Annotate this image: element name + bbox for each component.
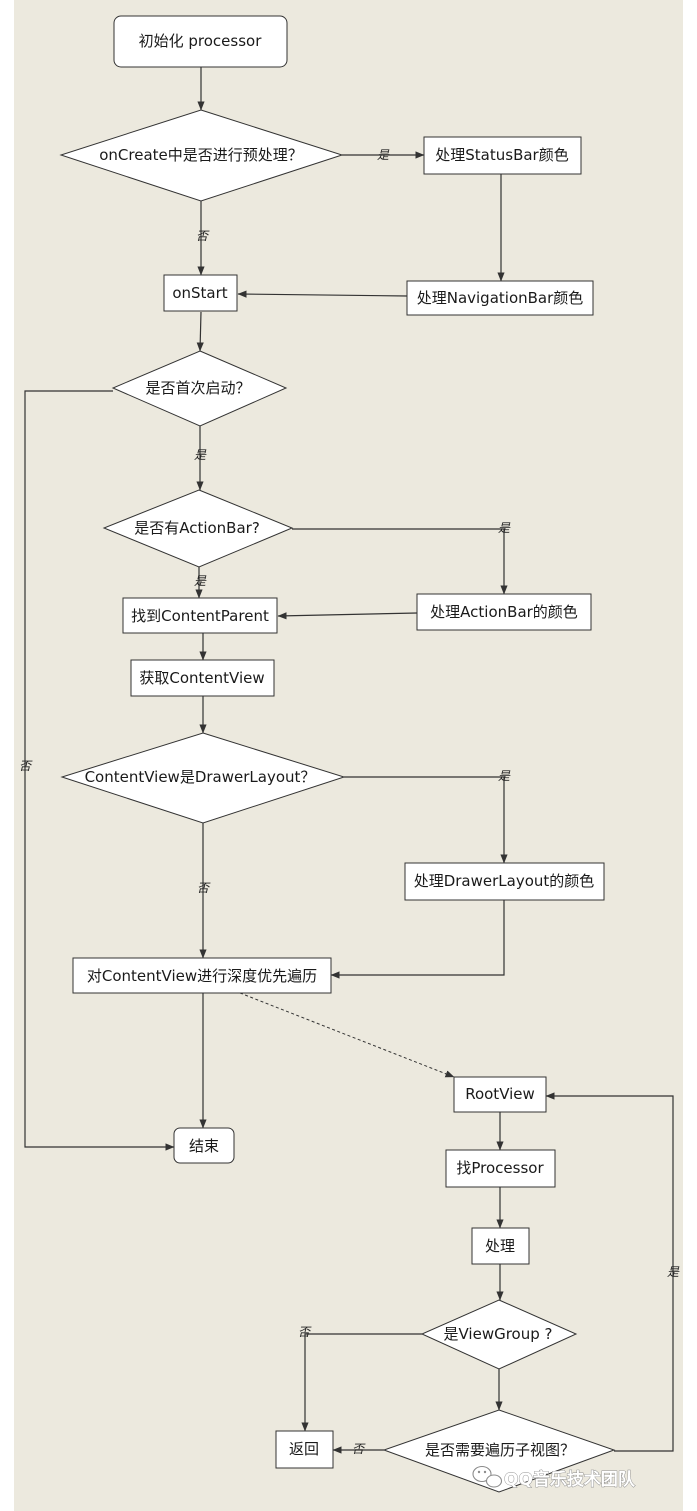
- edge-drawer-color-to-dfs: [330, 900, 505, 979]
- node-q-drawer: ContentView是DrawerLayout？: [60, 732, 346, 824]
- node-find-processor: 找Processor: [445, 1149, 556, 1188]
- label-viewgroup-no: 否: [298, 1325, 312, 1339]
- label-children-no: 否: [352, 1442, 366, 1456]
- canvas-background: [14, 0, 683, 1511]
- node-drawer-color-label: 处理DrawerLayout的颜色: [414, 872, 595, 890]
- node-q-first-label: 是否首次启动？: [145, 379, 250, 397]
- node-q-children: 是否需要遍历子视图？: [382, 1409, 616, 1493]
- node-get-view-label: 获取ContentView: [139, 669, 264, 687]
- node-onstart: onStart: [163, 274, 238, 312]
- label-children-yes: 是: [667, 1265, 680, 1279]
- node-init: 初始化 processor: [113, 15, 288, 68]
- node-navbar: 处理NavigationBar颜色: [406, 280, 594, 316]
- node-find-processor-label: 找Processor: [456, 1159, 544, 1177]
- node-init-label: 初始化 processor: [139, 32, 263, 50]
- node-statusbar: 处理StatusBar颜色: [423, 136, 582, 175]
- node-q-drawer-label: ContentView是DrawerLayout？: [85, 768, 316, 786]
- label-first-no: 否: [19, 759, 33, 773]
- node-q-actionbar-label: 是否有ActionBar?: [134, 519, 260, 537]
- node-q-children-label: 是否需要遍历子视图？: [425, 1441, 575, 1459]
- edges: [24, 67, 674, 1454]
- node-back: 返回: [275, 1430, 334, 1469]
- edge-actionbar-color-to-parent: [277, 612, 418, 620]
- edge-labels: 是 否 是 否 是 是 是 否 否 否 是: [19, 148, 680, 1456]
- node-q-precreate: onCreate中是否进行预处理？: [59, 109, 344, 202]
- node-find-parent-label: 找到ContentParent: [131, 607, 269, 625]
- label-actionbar-yes: 是: [194, 574, 207, 588]
- node-process: 处理: [471, 1227, 530, 1265]
- node-q-viewgroup: 是ViewGroup ?: [420, 1299, 578, 1370]
- watermark: QQ音乐技术团队: [472, 1465, 636, 1490]
- node-navbar-label: 处理NavigationBar颜色: [417, 289, 584, 307]
- label-drawer-no: 否: [197, 881, 211, 895]
- node-dfs-label: 对ContentView进行深度优先遍历: [87, 967, 317, 985]
- edge-first-no: [24, 390, 175, 1151]
- wechat-icon: [472, 1465, 503, 1488]
- edge-drawer-yes: [344, 776, 508, 864]
- node-onstart-label: onStart: [172, 284, 227, 302]
- label-first-yes: 是: [194, 448, 207, 462]
- edge-viewgroup-no: [301, 1333, 422, 1432]
- node-actionbar-color-label: 处理ActionBar的颜色: [430, 603, 578, 621]
- label-actionbar-right-yes: 是: [498, 521, 511, 535]
- node-dfs: 对ContentView进行深度优先遍历: [72, 957, 332, 994]
- label-drawer-yes: 是: [498, 769, 511, 783]
- node-q-actionbar: 是否有ActionBar?: [102, 489, 294, 568]
- node-q-precreate-label: onCreate中是否进行预处理？: [99, 146, 303, 164]
- watermark-text: QQ音乐技术团队: [504, 1469, 636, 1490]
- node-process-label: 处理: [485, 1237, 515, 1255]
- edge-actionbar-right: [292, 528, 508, 595]
- node-end: 结束: [173, 1127, 235, 1164]
- node-rootview: RootView: [453, 1076, 547, 1113]
- node-rootview-label: RootView: [465, 1085, 535, 1103]
- node-back-label: 返回: [289, 1440, 319, 1458]
- label-precreate-no: 否: [196, 229, 210, 243]
- node-q-first: 是否首次启动？: [111, 350, 288, 427]
- node-statusbar-label: 处理StatusBar颜色: [435, 146, 568, 164]
- edge-children-yes-loop: [545, 1092, 674, 1452]
- node-find-parent: 找到ContentParent: [122, 597, 278, 634]
- edge-navbar-to-onstart: [237, 290, 408, 298]
- node-drawer-color: 处理DrawerLayout的颜色: [404, 862, 605, 901]
- node-q-viewgroup-label: 是ViewGroup ?: [444, 1325, 553, 1343]
- node-end-label: 结束: [189, 1137, 219, 1155]
- node-actionbar-color: 处理ActionBar的颜色: [416, 593, 592, 631]
- edge-onstart-to-first: [196, 311, 204, 352]
- label-precreate-yes: 是: [377, 148, 390, 162]
- node-get-view: 获取ContentView: [130, 659, 275, 697]
